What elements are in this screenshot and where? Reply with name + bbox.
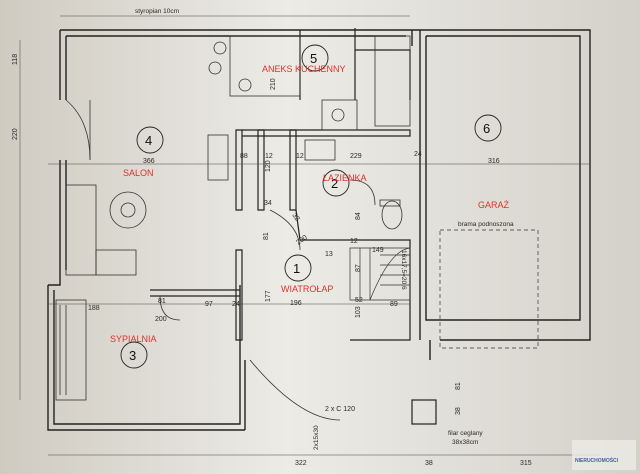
dim-24a: 24 [232, 301, 240, 308]
dim-149: 149 [372, 247, 384, 254]
dim-120: 120 [265, 160, 272, 172]
dim-88: 88 [240, 153, 248, 160]
dim-315: 315 [520, 460, 532, 467]
dim-188: 188 [88, 305, 100, 312]
dim-13: 13 [325, 251, 333, 258]
window-note: 2 x C 120 [325, 406, 355, 413]
dim-12a: 12 [265, 153, 273, 160]
dim-38a: 38 [425, 460, 433, 467]
dim-12c: 12 [350, 238, 358, 245]
logo-watermark: NIERUCHOMOŚCI [572, 440, 636, 470]
outer-walls [47, 29, 591, 431]
dim-87: 87 [355, 264, 362, 272]
dim-52: 52 [355, 297, 363, 304]
bathroom-fixtures [304, 139, 403, 230]
room-name-garaz: GARAŻ [478, 200, 510, 210]
dim-12b: 12 [296, 153, 304, 160]
dim-220: 220 [12, 128, 19, 140]
step-note: 2x15x30 [313, 425, 320, 450]
dim-118: 118 [12, 54, 19, 65]
room-number-wiatrolap: 1 [293, 261, 300, 276]
stairs-note: 16x17,5=20,6 [400, 250, 407, 290]
room-number-garaz: 6 [483, 121, 490, 136]
dim-103: 103 [355, 306, 362, 318]
door-swings [65, 99, 376, 421]
dim-97: 97 [205, 301, 213, 308]
room-number-sypialnia: 3 [129, 348, 136, 363]
garage-door-note: brama podnoszona [458, 221, 514, 228]
pillar-note-1: filar ceglany [448, 430, 483, 437]
dim-229: 229 [350, 153, 362, 160]
pillar-note-2: 38x38cm [452, 439, 478, 446]
room-markers [120, 44, 502, 369]
dim-34: 34 [264, 200, 272, 207]
dim-84: 84 [355, 212, 362, 220]
dim-38b: 38 [455, 407, 462, 415]
dim-366: 366 [143, 158, 155, 165]
dim-210: 210 [270, 78, 277, 90]
room-name-sypialnia: SYPIALNIA [110, 334, 157, 344]
dim-24b: 24 [414, 151, 422, 158]
dim-316: 316 [488, 158, 500, 165]
room-name-wiatrolap: WIATROŁAP [281, 284, 333, 294]
brick-pillar [411, 399, 437, 425]
bedroom-furniture [55, 299, 87, 401]
dim-177: 177 [265, 290, 272, 302]
dim-81b: 81 [263, 232, 270, 240]
room-number-lazienka: 2 [331, 176, 338, 191]
garage-door [439, 229, 539, 349]
living-furniture [65, 134, 229, 276]
svg-text:NIERUCHOMOŚCI: NIERUCHOMOŚCI [575, 457, 619, 464]
dim-32: 32 [290, 212, 300, 222]
dim-81c: 81 [455, 382, 462, 390]
room-number-salon: 4 [145, 133, 152, 148]
dim-81a: 81 [158, 298, 166, 305]
room-name-lazienka: ŁAZIENKA [323, 173, 367, 183]
dim-89: 89 [390, 301, 398, 308]
staircase [349, 247, 411, 301]
room-name-aneks: ANEKS KUCHENNY [262, 64, 346, 74]
styroplan-note: styropian 10cm [135, 8, 179, 15]
dim-200a: 200 [155, 316, 167, 323]
kitchen-furniture [208, 35, 411, 131]
room-name-salon: SALON [123, 168, 154, 178]
room-number-aneks: 5 [310, 51, 317, 66]
dim-196: 196 [290, 300, 302, 307]
dim-322: 322 [295, 460, 307, 467]
